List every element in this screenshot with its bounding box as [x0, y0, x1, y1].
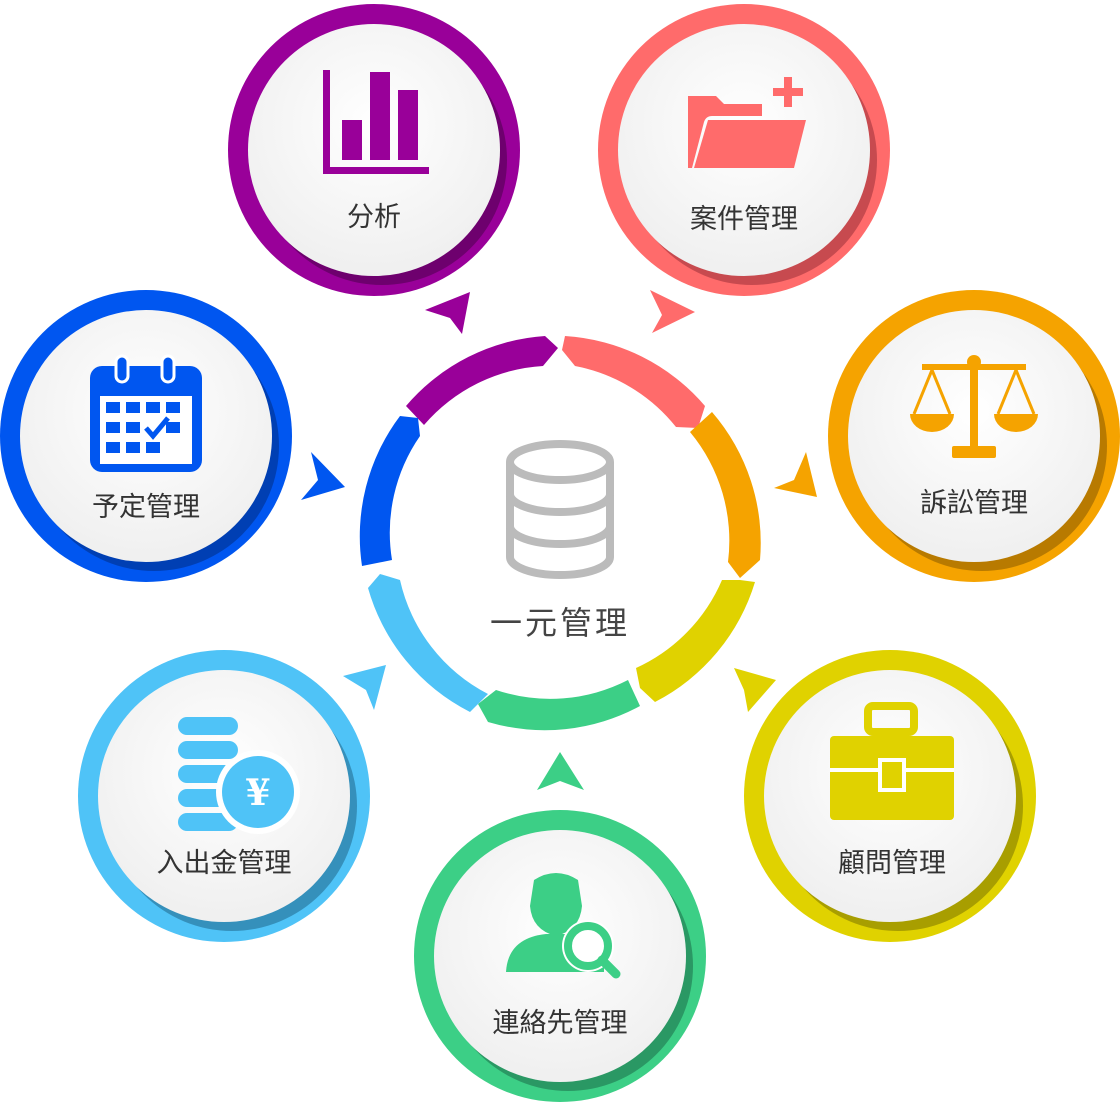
- ring-segment-advisory: [636, 580, 755, 702]
- node-label: 訴訟管理: [920, 488, 1028, 519]
- scales-icon: [910, 355, 1038, 458]
- folder-plus-icon: [688, 77, 806, 168]
- briefcase-icon: [830, 702, 954, 820]
- pointer-arrows: [301, 290, 817, 790]
- center-hub: 一元管理: [490, 440, 630, 642]
- center-cycle-ring: [359, 336, 761, 731]
- node-contacts[interactable]: 連絡先管理: [414, 810, 706, 1102]
- node-label: 分析: [347, 202, 401, 233]
- ring-segment-payments: [368, 574, 488, 712]
- node-label: 案件管理: [690, 204, 798, 235]
- arrow-contacts: [537, 752, 584, 790]
- calendar-check-icon: [90, 354, 202, 472]
- arrow-cases: [650, 290, 695, 333]
- ring-segment-contacts: [478, 680, 640, 731]
- node-analysis[interactable]: 分析: [228, 4, 520, 296]
- database-icon: [506, 440, 614, 579]
- arrow-schedule: [301, 452, 345, 500]
- yen-symbol: ¥: [245, 772, 270, 814]
- node-advisory[interactable]: 顧問管理: [744, 650, 1036, 942]
- nodes-layer: 分析 案件管理: [0, 4, 1120, 1102]
- arrow-payments: [343, 665, 386, 710]
- arrow-advisory: [734, 668, 776, 712]
- node-label: 顧問管理: [838, 848, 946, 879]
- ring-segment-schedule: [359, 416, 420, 566]
- ring-segment-litigation: [690, 412, 761, 578]
- arrow-litigation: [774, 452, 817, 497]
- bar-chart-icon: [323, 70, 429, 174]
- node-schedule[interactable]: 予定管理: [0, 290, 292, 582]
- node-litigation[interactable]: 訴訟管理: [828, 290, 1120, 582]
- node-label: 連絡先管理: [493, 1008, 628, 1039]
- node-label: 予定管理: [92, 492, 200, 523]
- arrow-analysis: [425, 292, 470, 334]
- coins-yen-icon: ¥: [178, 717, 300, 834]
- person-search-icon: [506, 873, 621, 979]
- node-label: 入出金管理: [157, 848, 292, 879]
- node-cases[interactable]: 案件管理: [598, 4, 890, 296]
- node-payments[interactable]: ¥ 入出金管理: [78, 650, 370, 942]
- ring-segment-analysis: [406, 336, 558, 425]
- ring-segment-cases: [562, 336, 705, 428]
- center-label: 一元管理: [490, 604, 630, 642]
